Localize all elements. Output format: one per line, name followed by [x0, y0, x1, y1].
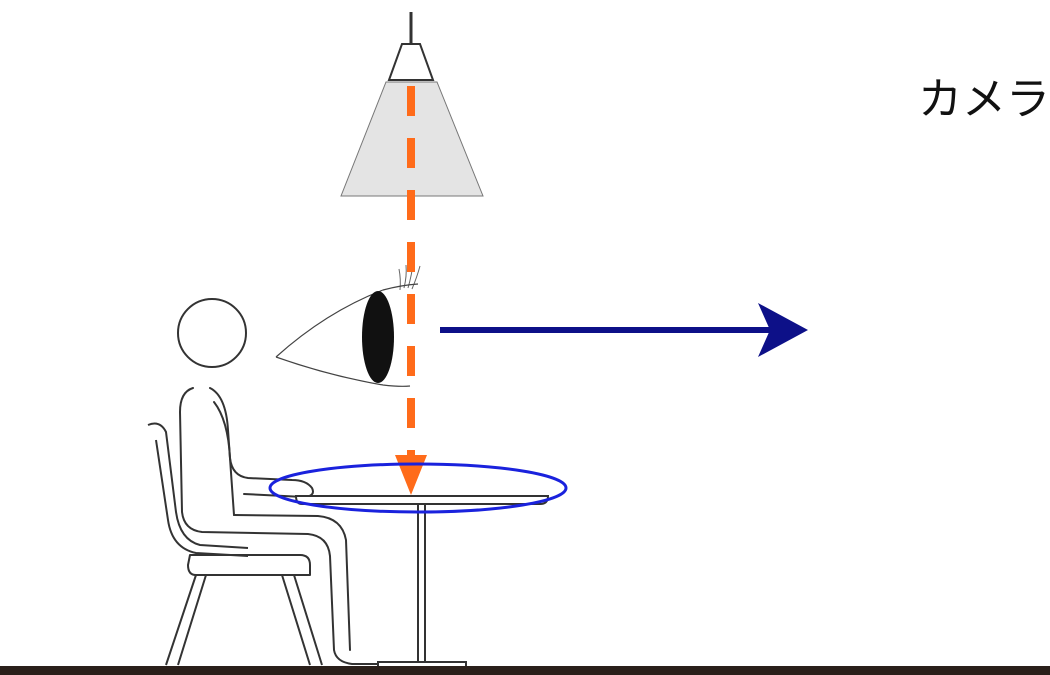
chair-backrest: [147, 422, 249, 549]
person-leg: [233, 514, 351, 651]
chair: [147, 422, 323, 666]
person-back: [209, 387, 235, 516]
table-top-highlight: [268, 462, 568, 514]
person-head: [177, 298, 247, 368]
chair-seat: [187, 554, 311, 576]
camera-label: カメラ: [918, 74, 1050, 125]
seated-person: [177, 298, 379, 665]
chair-backrest-inner: [155, 439, 249, 557]
light-beam-arrowhead: [395, 455, 427, 495]
table-top: [294, 495, 550, 505]
sight-line-arrowhead: [758, 303, 808, 357]
lamp-shade: [387, 43, 435, 81]
person-torso: [179, 387, 379, 665]
eye-pupil: [362, 291, 394, 383]
person-arm: [213, 401, 314, 498]
chair-front-leg: [165, 574, 207, 666]
eye-outline: [275, 283, 419, 387]
eye-lashes: [398, 262, 421, 291]
eye: [275, 262, 421, 387]
sight-line-arrow: [440, 303, 808, 357]
floor-line: [0, 666, 1050, 675]
chair-rear-leg: [281, 574, 323, 666]
